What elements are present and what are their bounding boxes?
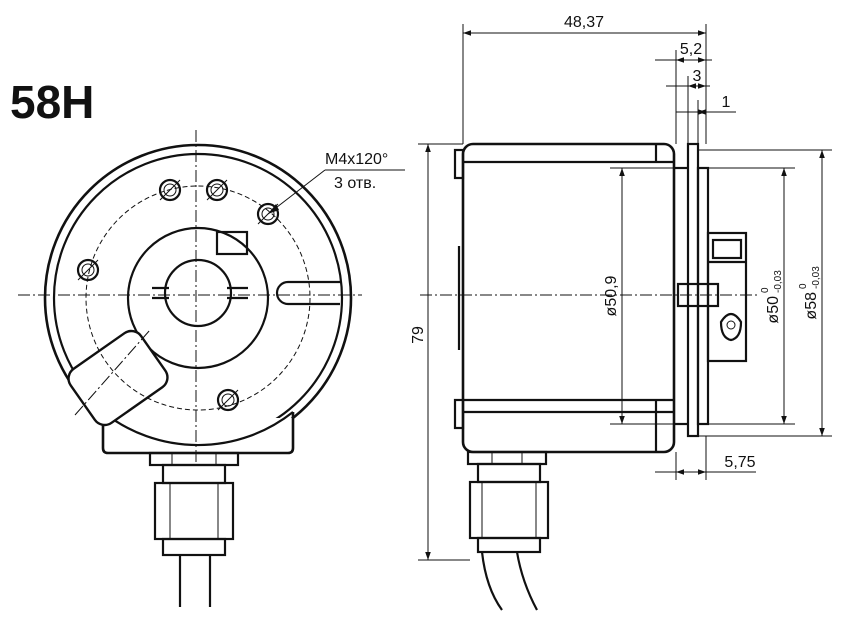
dim-height: 79 <box>410 326 427 344</box>
side-clamp <box>676 231 748 363</box>
front-view: M4x120° 3 отв. <box>18 130 405 607</box>
dim-5-75: 5,75 <box>724 454 755 471</box>
dim-3: 3 <box>693 68 702 85</box>
dim-dia-inner: ø50,9 <box>603 275 620 316</box>
side-body <box>453 142 676 454</box>
dim-dia-outer-tol-lower: -0,03 <box>811 266 822 289</box>
bolt-circle <box>85 185 311 411</box>
front-center-lines <box>18 130 362 465</box>
front-hub <box>126 226 270 370</box>
model-title: 58H <box>10 76 94 128</box>
dim-dia-mid-group: ø50 0 -0,03 <box>760 270 784 324</box>
side-cable-gland <box>466 450 550 611</box>
dim-dia-mid-tol-upper: 0 <box>760 287 771 293</box>
front-housing <box>43 143 353 455</box>
dim-dia-outer-tol-upper: 0 <box>798 283 809 289</box>
dim-overall-length: 48,37 <box>564 14 604 31</box>
side-view: 48,37 5,2 3 1 5,75 79 ø50,9 ø50 0 -0,03 … <box>410 14 832 611</box>
dim-dia-outer-group: ø58 0 -0,03 <box>798 266 822 320</box>
front-cable-gland <box>148 451 240 607</box>
dim-dia-mid: ø50 <box>765 296 782 324</box>
holes-count: 3 отв. <box>334 175 376 192</box>
thread-leader <box>267 169 405 215</box>
thread-callout: M4x120° <box>325 151 388 168</box>
dim-1: 1 <box>722 94 731 111</box>
dim-5-2: 5,2 <box>680 41 702 58</box>
dim-dia-outer: ø58 <box>803 292 820 320</box>
dimensions <box>418 24 832 561</box>
dim-dia-mid-tol-lower: -0,03 <box>773 270 784 293</box>
front-slot <box>275 280 340 306</box>
front-gland-tab <box>67 329 169 427</box>
